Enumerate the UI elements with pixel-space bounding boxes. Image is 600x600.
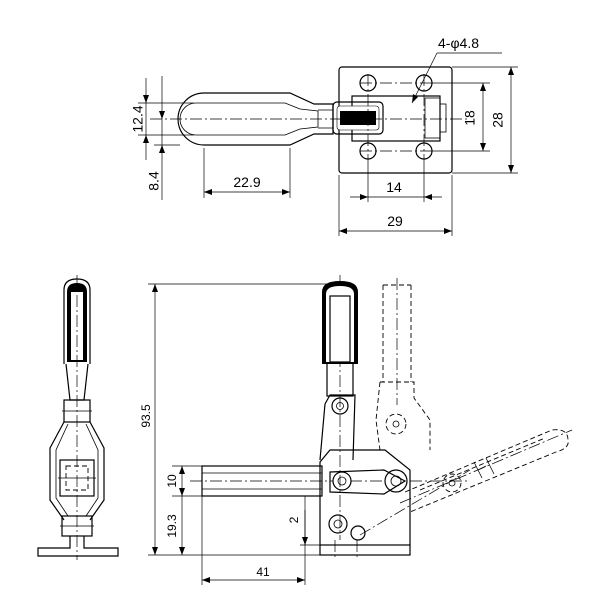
top-handle — [177, 92, 334, 146]
dim-slot-width: 12.4 — [130, 105, 146, 132]
dim-offset: 2 — [287, 516, 301, 523]
end-view — [37, 275, 119, 560]
dim-base-height: 28 — [490, 112, 506, 128]
dim-hole-spacing-y: 18 — [462, 110, 478, 126]
dim-base-width: 29 — [387, 213, 403, 229]
dim-handle-length: 22.9 — [233, 174, 260, 190]
dim-bar-thickness: 10 — [165, 474, 179, 488]
side-base — [319, 544, 411, 556]
top-view: 12.4 8.4 22.9 14 29 18 — [130, 35, 518, 236]
dim-reach: 41 — [256, 565, 270, 579]
dim-bar-height: 19.3 — [165, 514, 179, 538]
dim-hole-spacing-x: 14 — [386, 179, 402, 195]
dim-handle-offset: 8.4 — [146, 171, 162, 191]
hole-callout: 4-φ4.8 — [438, 35, 479, 51]
dim-total-height: 93.5 — [139, 404, 153, 428]
side-view: 93.5 10 19.3 2 41 — [139, 275, 573, 585]
